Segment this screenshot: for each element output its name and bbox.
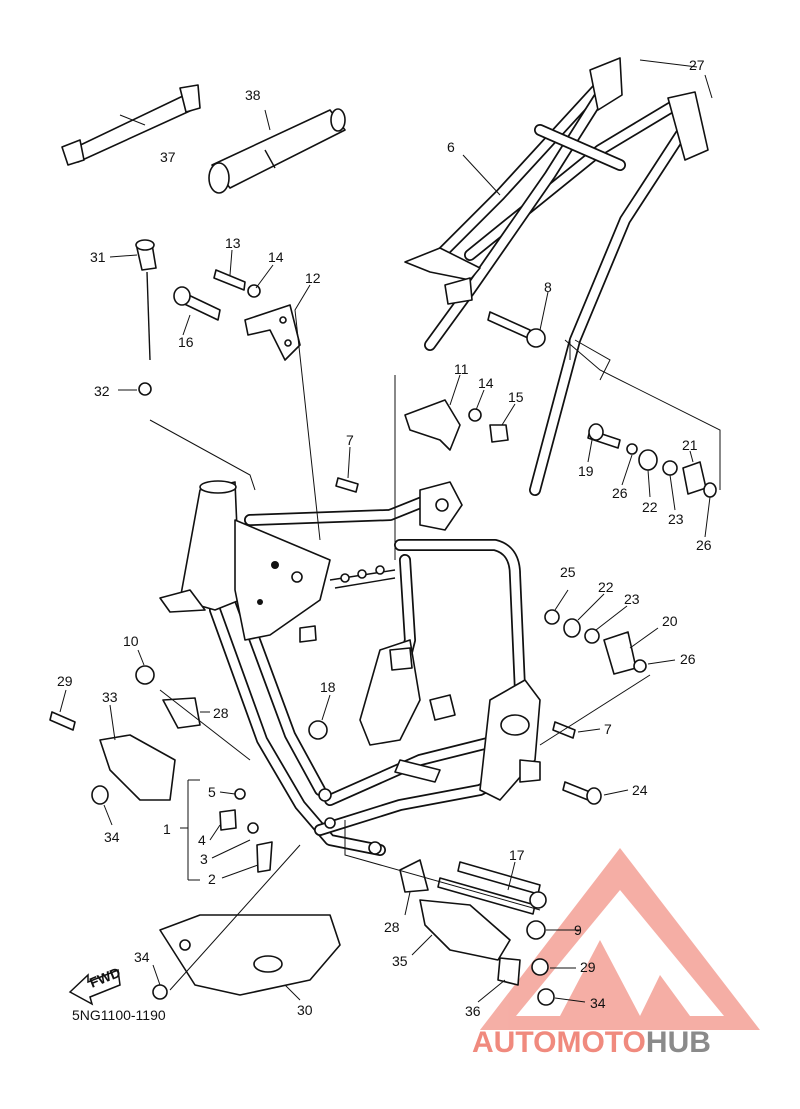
fwd-arrow-icon: FWD	[68, 964, 123, 1006]
part-35-guard	[419, 899, 511, 961]
main-frame	[159, 480, 541, 856]
callout-28b: 28	[384, 919, 400, 935]
callout-24: 24	[632, 782, 648, 798]
callout-12: 12	[305, 270, 321, 286]
callout-22a: 22	[642, 499, 658, 515]
callout-20: 20	[662, 613, 678, 629]
callout-23b: 23	[624, 591, 640, 607]
callout-21: 21	[682, 437, 698, 453]
callout-30: 30	[297, 1002, 313, 1018]
callout-6: 6	[447, 139, 455, 155]
callout-27: 27	[689, 57, 705, 73]
part-group-1-5	[219, 788, 273, 873]
part-17-bolt	[437, 861, 547, 915]
callout-2: 2	[208, 871, 216, 887]
callout-4: 4	[198, 832, 206, 848]
part-11-bracket	[404, 399, 509, 451]
part-29-bolt	[49, 711, 549, 976]
callout-35: 35	[392, 953, 408, 969]
callout-8: 8	[544, 279, 552, 295]
part-16-bolt	[173, 286, 221, 321]
watermark-logo	[480, 848, 760, 1030]
callout-7b: 7	[604, 721, 612, 737]
part-36-clip	[497, 957, 521, 986]
part-8-bolt	[487, 311, 546, 348]
callout-29b: 29	[580, 959, 596, 975]
callout-34b: 34	[134, 949, 150, 965]
callout-11: 11	[454, 361, 469, 377]
callout-18: 18	[320, 679, 336, 695]
callout-1: 1	[163, 821, 171, 837]
callout-26c: 26	[680, 651, 696, 667]
part-37-wrench	[61, 84, 201, 166]
callout-26b: 26	[696, 537, 712, 553]
leader-lines	[59, 59, 721, 1003]
callout-labels: 1 2 3 4 5 6 7 7 8 9 10 11 12 13 14 14 15…	[57, 57, 712, 1019]
callout-13: 13	[225, 235, 241, 251]
callout-23a: 23	[668, 511, 684, 527]
part-10-nut	[135, 665, 155, 685]
callout-36: 36	[465, 1003, 481, 1019]
callout-34a: 34	[104, 829, 120, 845]
callout-3: 3	[200, 851, 208, 867]
callout-31: 31	[90, 249, 106, 265]
callout-9: 9	[574, 922, 582, 938]
callout-5: 5	[208, 784, 216, 800]
callout-38: 38	[245, 87, 261, 103]
part-group-upper-right	[587, 423, 717, 498]
callout-14b: 14	[478, 375, 494, 391]
callout-19: 19	[578, 463, 594, 479]
callout-26a: 26	[612, 485, 628, 501]
watermark-brand-2: HUB	[646, 1026, 711, 1059]
callout-14a: 14	[268, 249, 284, 265]
part-13-bolt	[213, 269, 261, 298]
part-30-skid-plate	[159, 914, 341, 996]
callout-16: 16	[178, 334, 194, 350]
callout-37: 37	[160, 149, 176, 165]
callout-32: 32	[94, 383, 110, 399]
part-33-guard	[99, 734, 176, 801]
callout-29a: 29	[57, 673, 73, 689]
watermark-text: AUTOMOTOHUB	[472, 1026, 711, 1059]
callout-15: 15	[508, 389, 524, 405]
callout-7a: 7	[346, 432, 354, 448]
part-code: 5NG1100-1190	[72, 1007, 166, 1023]
callout-34c: 34	[590, 995, 606, 1011]
part-18-nut	[308, 720, 328, 740]
callout-25: 25	[560, 564, 576, 580]
callout-10: 10	[123, 633, 139, 649]
callout-33: 33	[102, 689, 118, 705]
watermark-brand-1: AUTOMOTO	[472, 1026, 646, 1059]
part-28-bracket	[162, 697, 429, 893]
part-24-bolt	[562, 781, 602, 805]
part-group-middle-right	[544, 609, 647, 675]
part-31-dipstick	[135, 239, 157, 396]
callout-28a: 28	[213, 705, 229, 721]
part-34-bolt	[91, 785, 555, 1006]
callout-22b: 22	[598, 579, 614, 595]
part-9-nut	[526, 920, 546, 940]
part-38-plug-wrench	[208, 108, 346, 194]
callout-17: 17	[509, 847, 525, 863]
part-12-bracket	[244, 304, 301, 361]
